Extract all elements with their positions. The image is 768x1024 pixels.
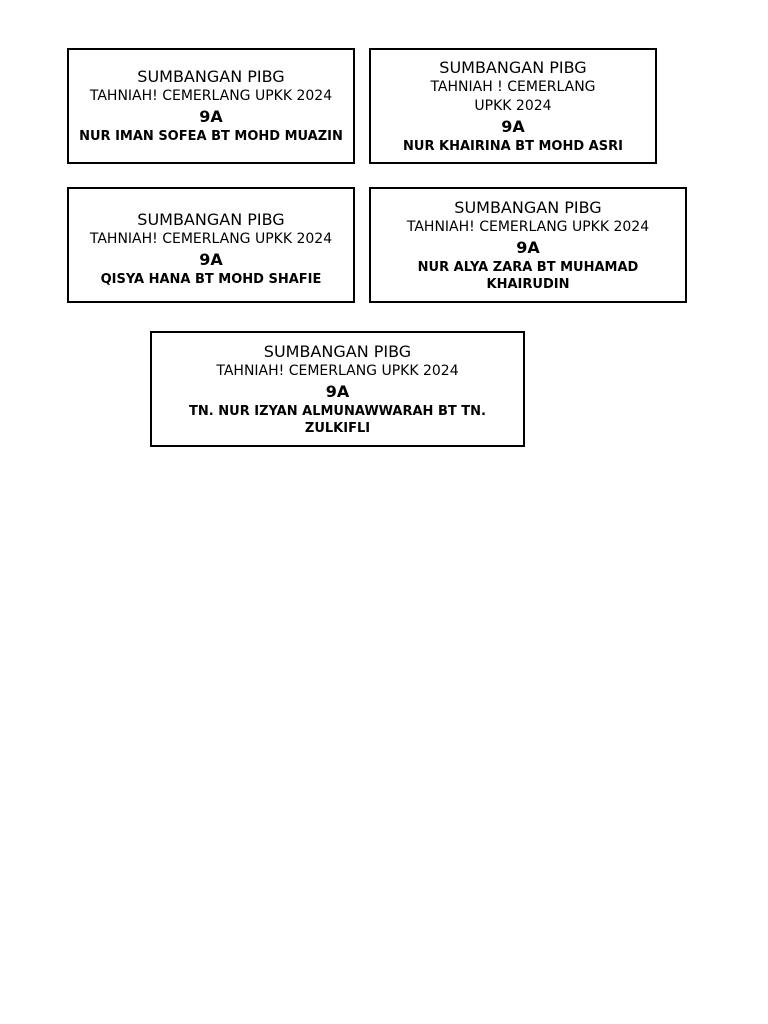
label-congratulation: TAHNIAH! CEMERLANG UPKK 2024 <box>89 88 333 104</box>
label-grade: 9A <box>199 250 223 269</box>
label-grade: 9A <box>501 116 525 136</box>
label-congratulation: TAHNIAH! CEMERLANG UPKK 2024 <box>216 362 459 379</box>
label-student-name: NUR IMAN SOFEA BT MOHD MUAZIN <box>79 129 343 144</box>
label-heading: SUMBANGAN PIBG <box>137 210 285 229</box>
label-congratulation: TAHNIAH! CEMERLANG UPKK 2024 <box>89 231 333 247</box>
label-congratulation: TAHNIAH ! CEMERLANG UPKK 2024 <box>430 78 596 114</box>
label-heading: SUMBANGAN PIBG <box>263 341 412 361</box>
contribution-label: SUMBANGAN PIBG TAHNIAH! CEMERLANG UPKK 2… <box>67 48 355 164</box>
label-congratulation: TAHNIAH! CEMERLANG UPKK 2024 <box>406 218 650 235</box>
label-grade: 9A <box>325 381 350 401</box>
label-heading: SUMBANGAN PIBG <box>454 197 602 217</box>
contribution-label: SUMBANGAN PIBG TAHNIAH ! CEMERLANG UPKK … <box>369 48 657 164</box>
label-student-name: NUR KHAIRINA BT MOHD ASRI <box>403 138 623 154</box>
label-heading: SUMBANGAN PIBG <box>137 67 285 86</box>
label-student-name: TN. NUR IZYAN ALMUNAWWARAH BT TN. ZULKIF… <box>189 403 486 436</box>
contribution-label: SUMBANGAN PIBG TAHNIAH! CEMERLANG UPKK 2… <box>150 331 525 447</box>
contribution-label: SUMBANGAN PIBG TAHNIAH! CEMERLANG UPKK 2… <box>369 187 687 303</box>
label-student-name: NUR ALYA ZARA BT MUHAMAD KHAIRUDIN <box>417 259 639 292</box>
contribution-label: SUMBANGAN PIBG TAHNIAH! CEMERLANG UPKK 2… <box>67 187 355 303</box>
label-grade: 9A <box>199 107 223 126</box>
label-grade: 9A <box>516 237 540 257</box>
label-student-name: QISYA HANA BT MOHD SHAFIE <box>100 272 322 287</box>
label-heading: SUMBANGAN PIBG <box>439 57 587 77</box>
